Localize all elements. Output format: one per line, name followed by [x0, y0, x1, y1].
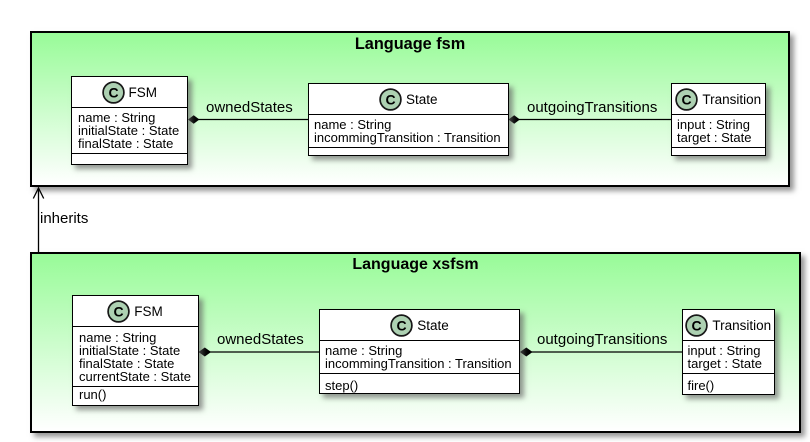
svg-text:C: C [114, 303, 124, 319]
svg-text:C: C [682, 91, 692, 107]
svg-text:C: C [108, 84, 118, 100]
svg-text:C: C [385, 91, 395, 107]
svg-text:C: C [397, 317, 407, 333]
svg-text:C: C [692, 317, 702, 333]
